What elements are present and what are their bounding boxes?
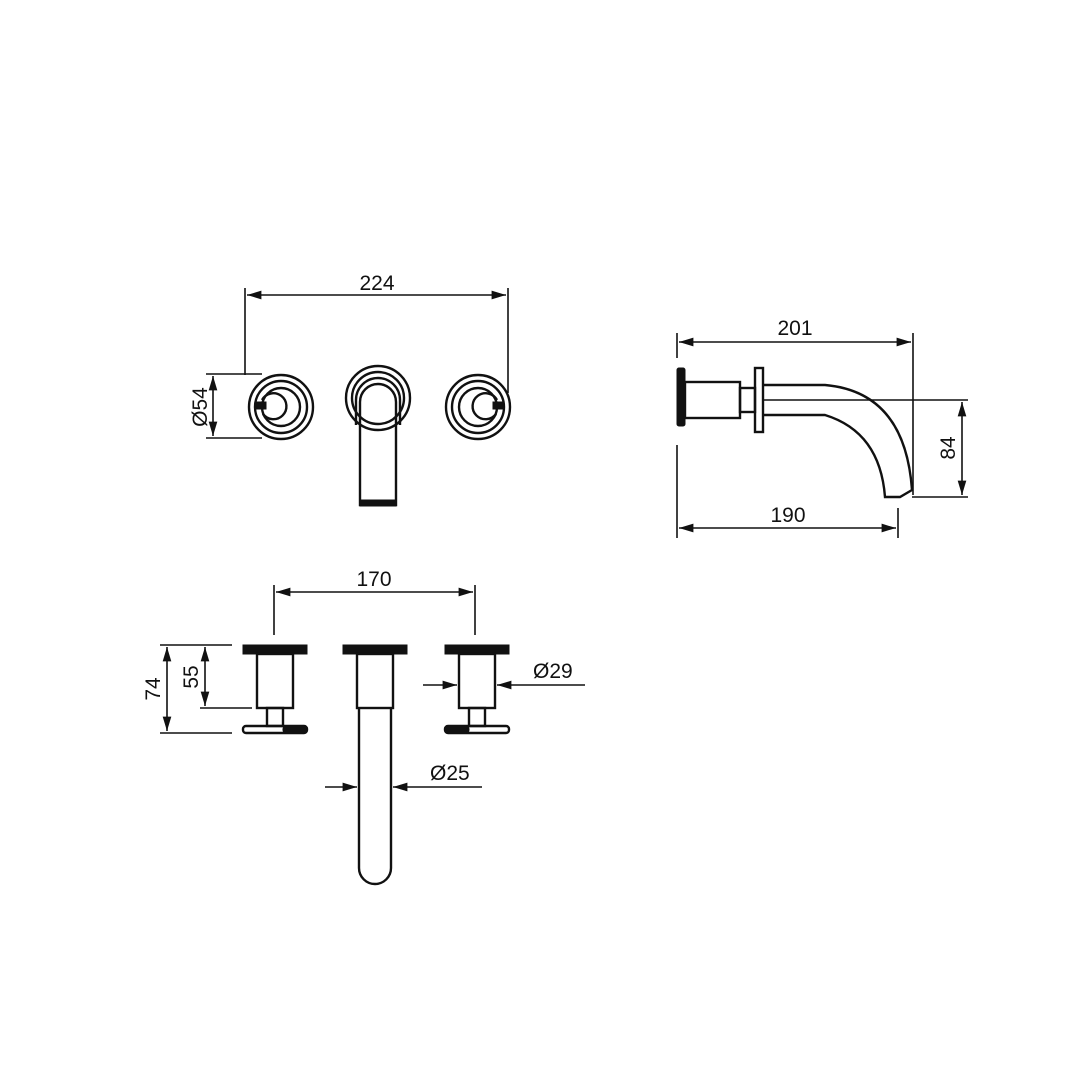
dimension-54-label: Ø54: [189, 387, 212, 427]
dimension-29-label: Ø29: [533, 660, 573, 683]
dimension-55-label: 55: [180, 665, 203, 688]
spout-top: [342, 644, 408, 886]
spout-front: [344, 364, 412, 507]
dimension-201-label: 201: [777, 317, 812, 340]
left-handle-top: [241, 644, 309, 735]
side-view: 201 84 190: [676, 317, 968, 538]
right-handle-front: [444, 373, 512, 441]
right-handle-top: [443, 644, 511, 735]
left-handle-front: [247, 373, 315, 441]
dimension-224-label: 224: [359, 272, 394, 295]
dimension-170-label: 170: [356, 568, 391, 591]
dimension-190-label: 190: [770, 504, 805, 527]
front-view: 224 Ø54: [189, 272, 512, 507]
dimension-84-label: 84: [937, 436, 960, 460]
top-view: 170 74 55 Ø29: [142, 568, 585, 886]
dimension-25-label: Ø25: [430, 762, 470, 785]
dimension-74-label: 74: [142, 677, 165, 701]
